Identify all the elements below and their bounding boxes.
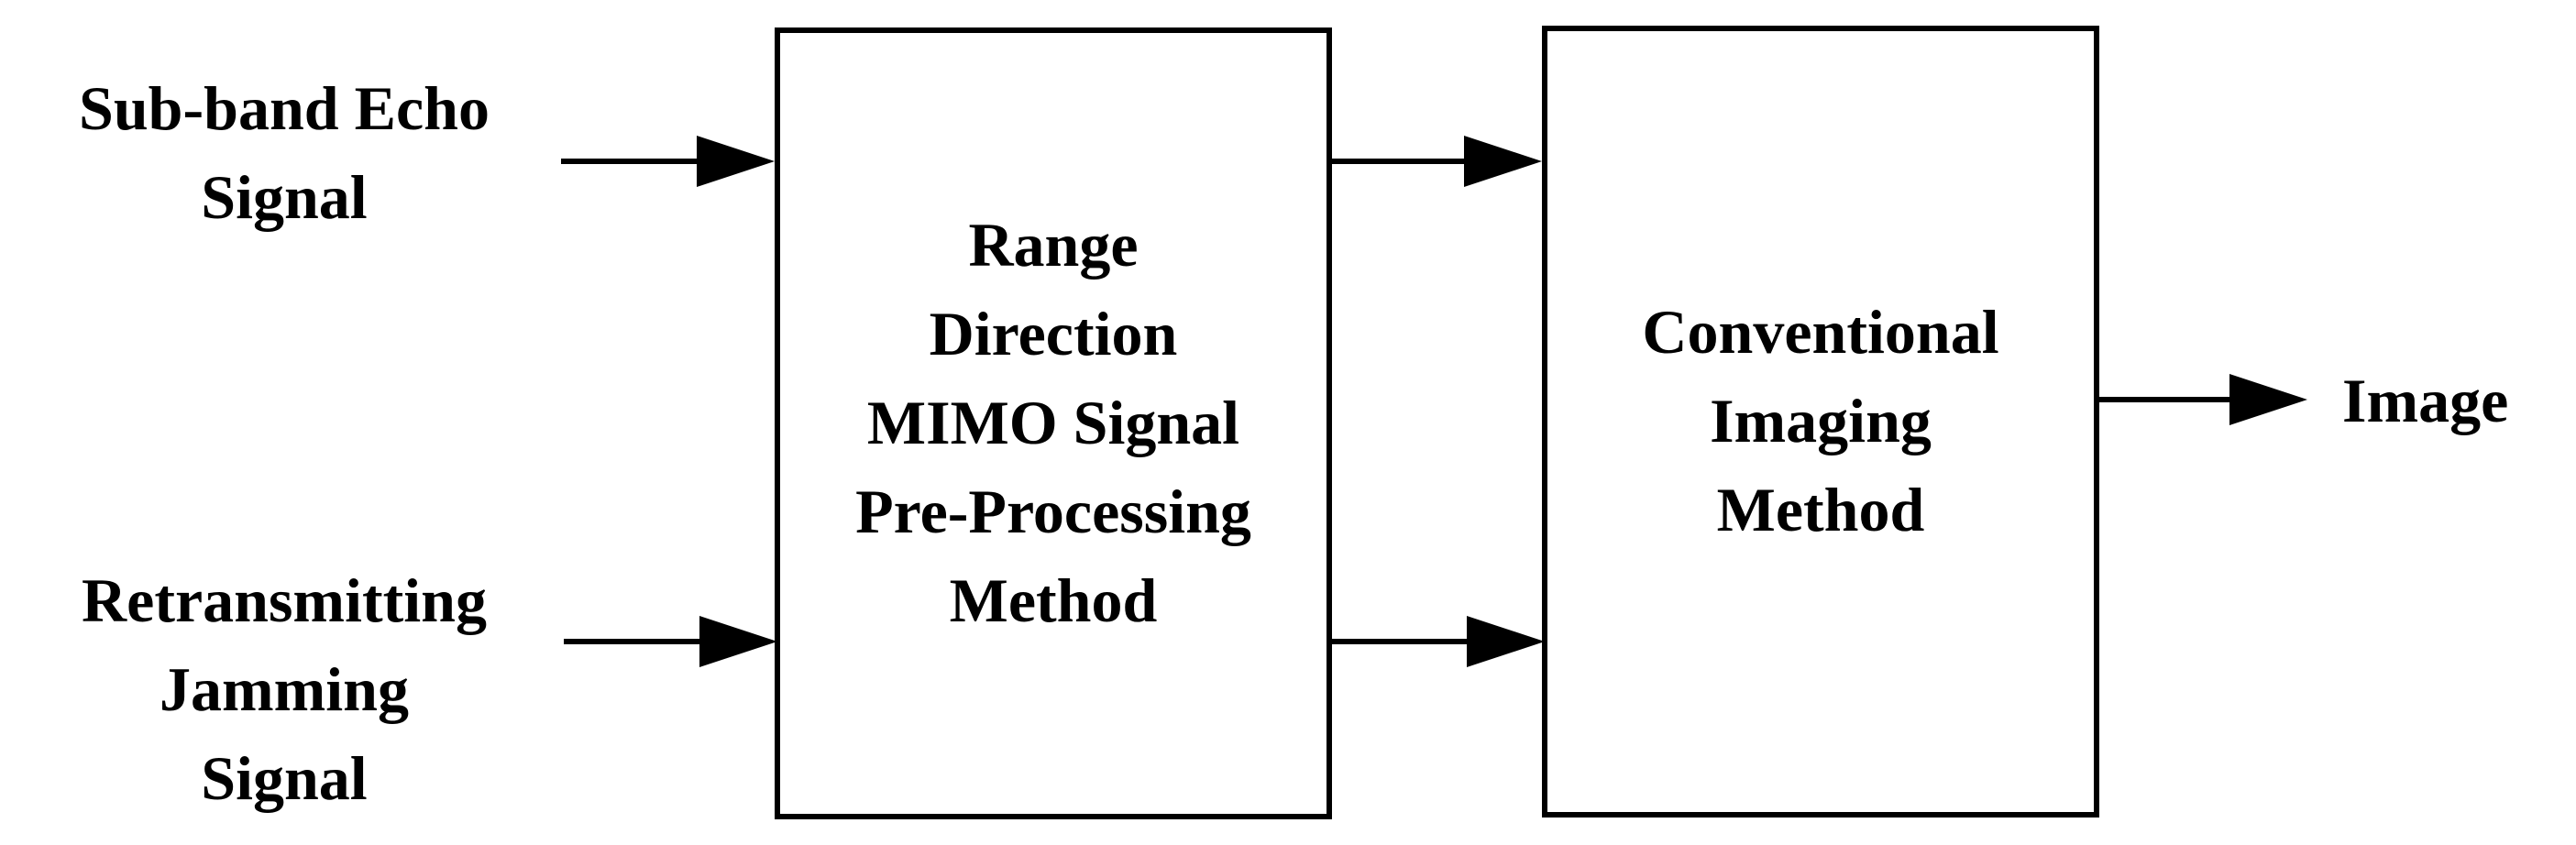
preprocessing-block-text: Range Direction MIMO Signal Pre-Processi…	[780, 201, 1327, 645]
preprocessing-block	[775, 27, 1332, 819]
jamming-label-line-2: Jamming	[160, 654, 409, 724]
imaging-line-2: Imaging	[1710, 386, 1932, 455]
echo-label-line-1: Sub-band Echo	[79, 73, 490, 143]
block-link-upper-arrow	[1332, 136, 1542, 187]
preprocessing-line-1: Range	[968, 210, 1139, 280]
image-label-text: Image	[2342, 366, 2509, 435]
echo-label-line-2: Signal	[201, 162, 368, 232]
preprocessing-line-2: Direction	[929, 299, 1178, 368]
block-link-lower-arrow	[1332, 616, 1545, 667]
jamming-label-line-1: Retransmitting	[82, 565, 487, 635]
imaging-block	[1542, 26, 2099, 818]
image-output-label: Image	[2342, 357, 2567, 445]
echo-signal-label: Sub-band Echo Signal	[28, 64, 541, 242]
preprocessing-line-4: Pre-Processing	[855, 477, 1251, 546]
imaging-block-text: Conventional Imaging Method	[1547, 288, 2094, 554]
output-arrow	[2099, 374, 2307, 425]
imaging-line-3: Method	[1716, 475, 1925, 544]
echo-arrow	[561, 136, 775, 187]
jamming-signal-label: Retransmitting Jamming Signal	[28, 556, 541, 823]
preprocessing-line-5: Method	[949, 565, 1158, 635]
jamming-label-line-3: Signal	[201, 743, 368, 813]
imaging-line-1: Conventional	[1642, 297, 1999, 367]
jamming-arrow	[564, 616, 777, 667]
preprocessing-line-3: MIMO Signal	[866, 388, 1240, 457]
